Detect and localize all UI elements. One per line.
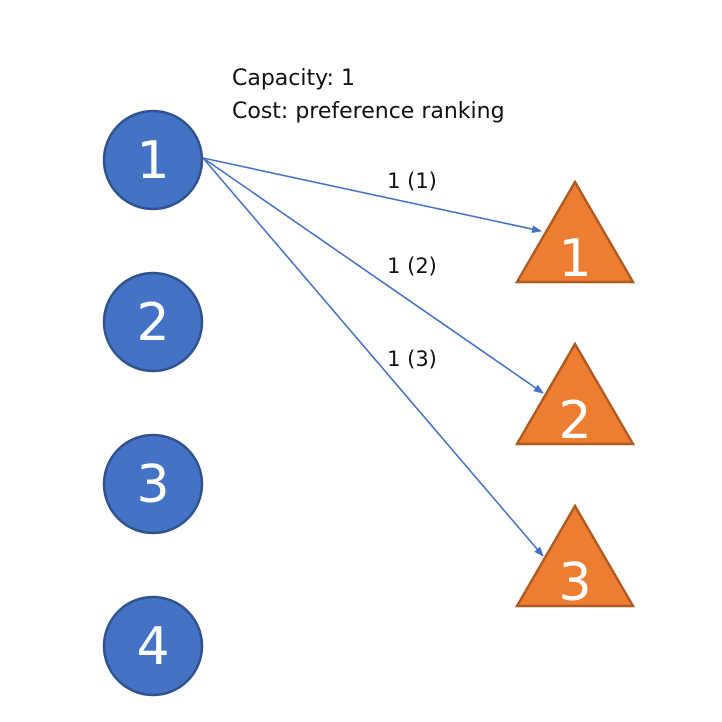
edge-label: 1 (1) [387,169,437,193]
target-node-2: 2 [514,341,636,451]
target-triangle [514,179,636,284]
source-node-2: 2 [102,271,204,373]
target-node-3: 3 [514,503,636,613]
source-node-3: 3 [102,433,204,535]
edge-label: 1 (2) [387,254,437,278]
edge-arrow [202,157,544,394]
edges-layer [202,157,544,557]
target-triangle [514,341,636,446]
source-node-label: 2 [136,293,169,353]
source-circle [102,109,204,211]
target-triangle [514,503,636,608]
target-node-1: 1 [514,179,636,289]
edge-arrow [202,157,542,234]
source-circle [102,595,204,697]
target-node-label: 3 [558,553,591,613]
targets-layer: 1 2 3 [514,179,636,613]
source-node-4: 4 [102,595,204,697]
source-node-1: 1 [102,109,204,211]
edge-arrow [202,157,544,557]
edge-label: 1 (3) [387,347,437,371]
sources-layer: 1 2 3 4 [102,109,204,697]
source-node-label: 3 [136,455,169,515]
target-node-label: 1 [558,229,591,289]
cost-label: Cost: preference ranking [232,99,505,124]
source-node-label: 1 [136,131,169,191]
source-node-label: 4 [136,617,169,677]
source-circle [102,433,204,535]
capacity-label: Capacity: 1 [232,66,355,91]
target-node-label: 2 [558,391,591,451]
source-circle [102,271,204,373]
edge-labels-layer: 1 (1) 1 (2) 1 (3) [387,169,437,371]
